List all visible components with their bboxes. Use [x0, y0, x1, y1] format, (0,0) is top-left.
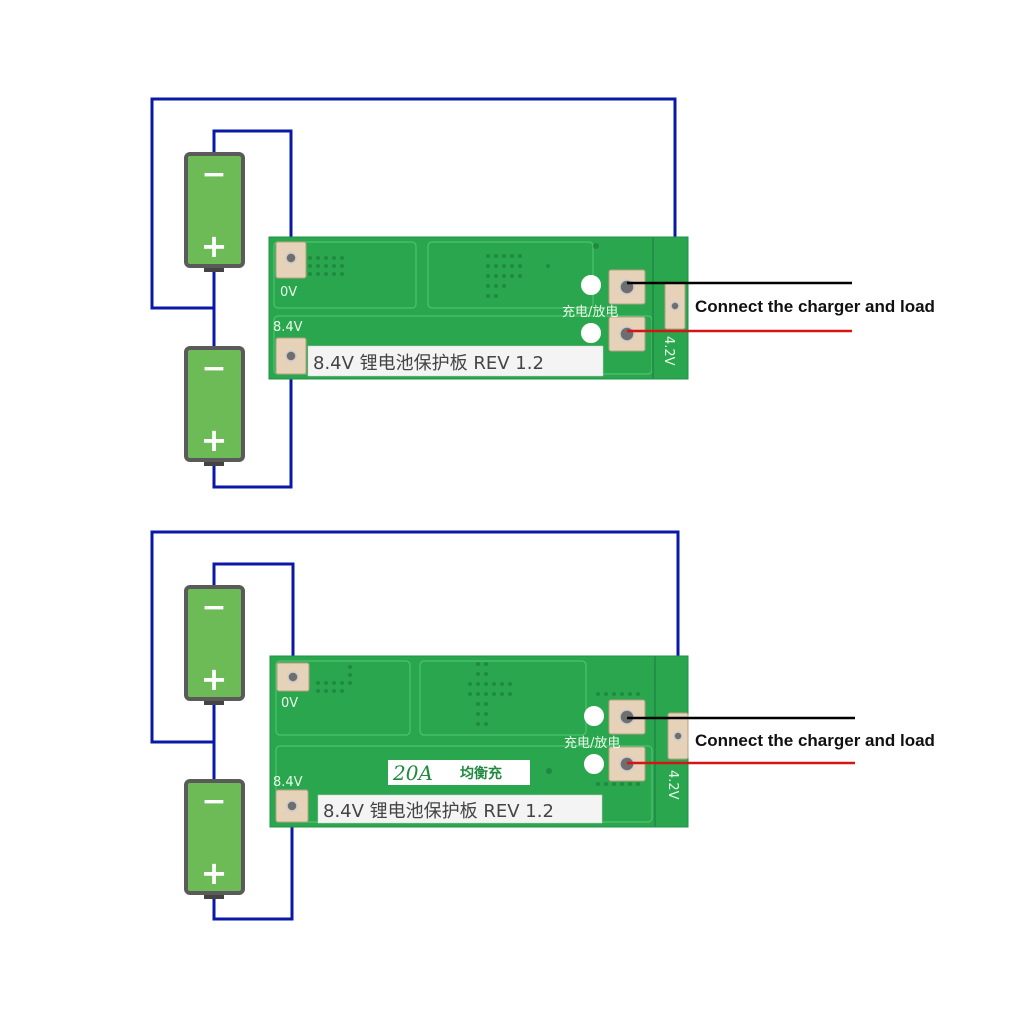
battery-bottom: − +	[184, 346, 245, 466]
battery-plus-sign: +	[201, 421, 228, 459]
battery-minus-sign: −	[201, 157, 226, 192]
connection-label: Connect the charger and load	[695, 731, 935, 750]
board-title: 8.4V 锂电池保护板 REV 1.2	[323, 801, 554, 822]
wire-bottom-battery-positive	[212, 362, 293, 489]
wire-top-battery-negative	[212, 562, 295, 678]
protection-board-bottom: 0V 8.4V 20A 均衡充 8.4V 锂电池保护板 REV 1.2 充电/放…	[269, 655, 689, 828]
battery-plus-sign: +	[201, 227, 228, 265]
label-0v: 0V	[280, 285, 297, 300]
via-grid	[316, 662, 640, 786]
board-title: 8.4V 锂电池保护板 REV 1.2	[313, 353, 544, 374]
battery-minus-sign: −	[201, 590, 226, 625]
label-charge-discharge: 充电/放电	[562, 304, 618, 320]
wire-top-battery-negative	[212, 129, 293, 258]
wire-bottom-battery-positive	[212, 806, 294, 921]
label-8v4: 8.4V	[273, 775, 303, 790]
badge-current-rating: 20A	[392, 761, 433, 785]
via-grid	[308, 243, 599, 298]
wire-outer-loop	[150, 530, 680, 744]
battery-top: − +	[184, 585, 245, 705]
label-8v4: 8.4V	[273, 320, 303, 335]
battery-plus-sign: +	[201, 660, 228, 698]
battery-minus-sign: −	[201, 784, 226, 819]
battery-top: − +	[184, 152, 245, 272]
label-0v: 0V	[281, 696, 298, 711]
wire-outer-loop	[150, 97, 677, 310]
protection-board-top: 0V 8.4V 8.4V 锂电池保护板 REV 1.2 充电/放电 4.2V	[268, 236, 689, 380]
label-4v2: 4.2V	[665, 770, 680, 800]
battery-plus-sign: +	[201, 854, 228, 892]
diagram-bottom: − + − +	[150, 530, 935, 921]
diagram-top: − + − +	[150, 97, 935, 489]
battery-bottom: − +	[184, 779, 245, 899]
label-charge-discharge: 充电/放电	[564, 735, 620, 751]
label-4v2: 4.2V	[661, 336, 676, 366]
battery-minus-sign: −	[201, 351, 226, 386]
badge-balanced-charge: 均衡充	[460, 765, 502, 782]
connection-label: Connect the charger and load	[695, 297, 935, 316]
